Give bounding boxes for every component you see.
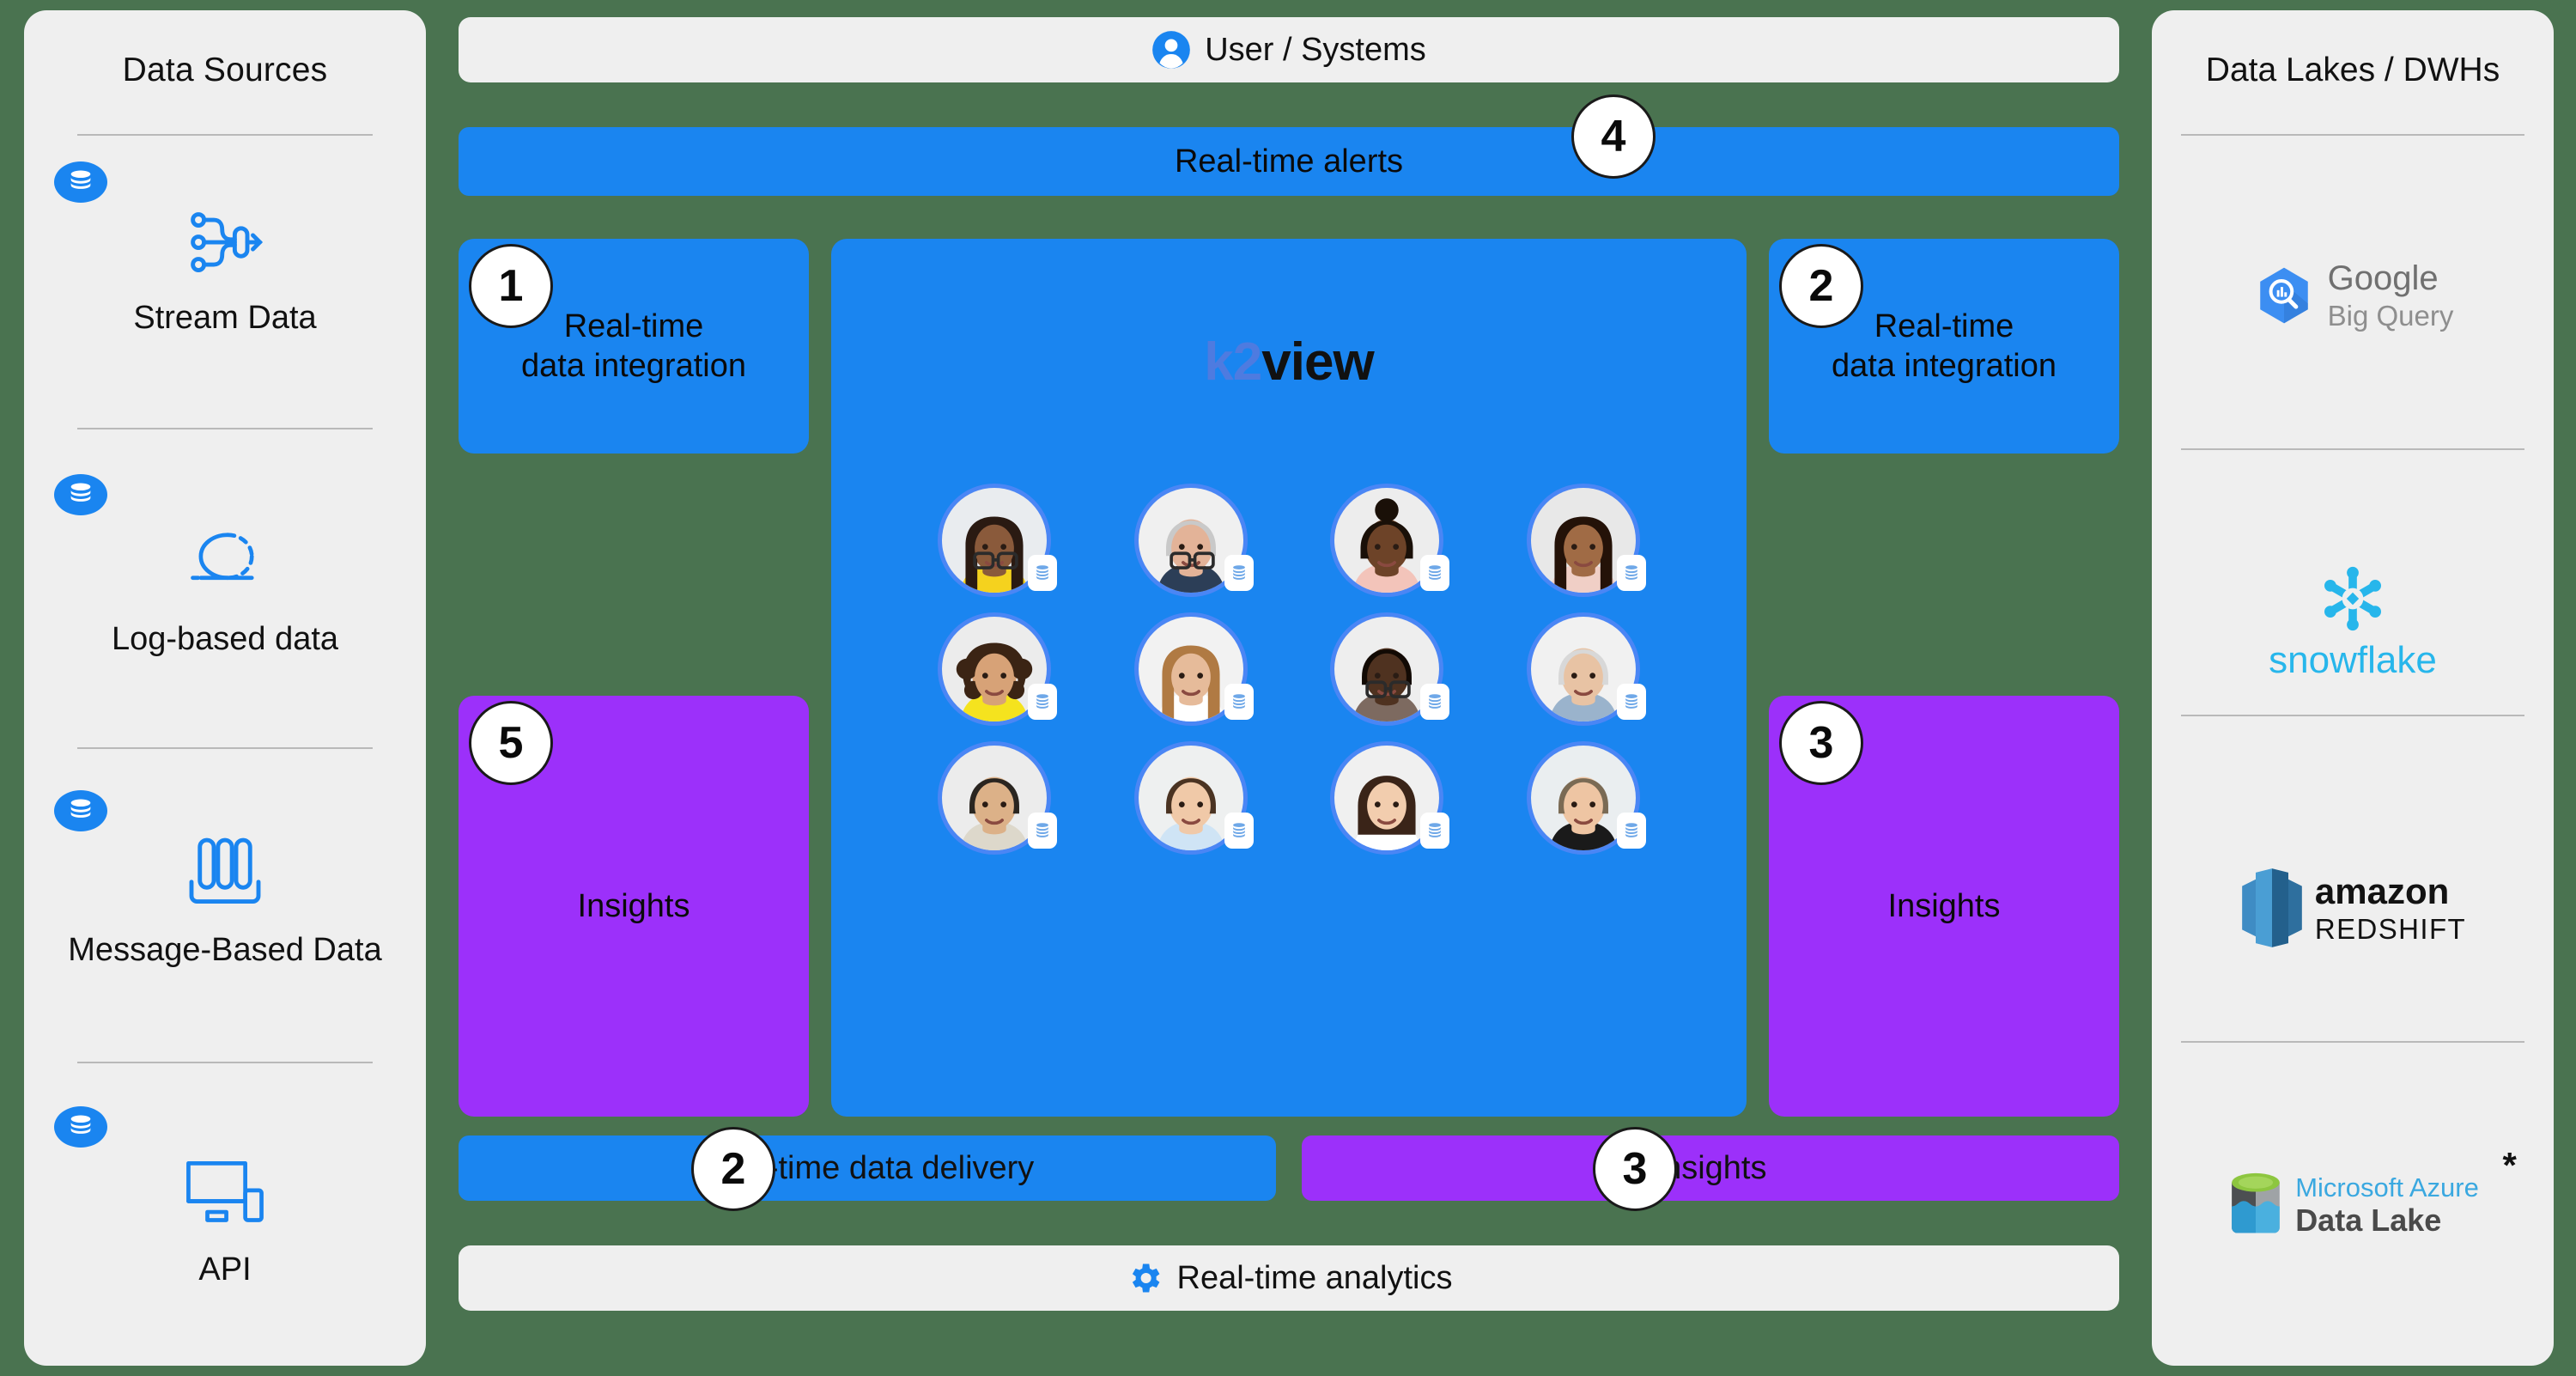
data-sources-title: Data Sources — [122, 52, 328, 88]
real-time-data-delivery-bar[interactable]: Real-time data delivery — [459, 1136, 1276, 1201]
avatar — [942, 488, 1048, 593]
entity-avatar[interactable] — [1530, 617, 1646, 721]
data-source-label: Log-based data — [111, 621, 339, 657]
divider — [2181, 715, 2524, 716]
data-source-label: Message-Based Data — [68, 932, 382, 968]
card-label: Insights — [577, 887, 690, 924]
amazon-redshift-brand: amazon — [2314, 870, 2450, 911]
real-time-alerts-label: Real-time alerts — [1174, 143, 1404, 180]
entity-avatar[interactable] — [1334, 617, 1450, 721]
logo-view-text: view — [1261, 332, 1374, 392]
divider — [2181, 1041, 2524, 1043]
database-icon — [54, 790, 107, 831]
data-source-label: API — [198, 1251, 252, 1288]
api-monitor-icon — [24, 1153, 426, 1233]
asterisk-marker: * — [2502, 1145, 2517, 1185]
step-badge-4: 4 — [1571, 94, 1656, 179]
database-record-icon — [1028, 684, 1058, 720]
step-badge-2-top: 2 — [1779, 244, 1863, 328]
entity-avatar[interactable] — [942, 746, 1058, 850]
entity-avatar[interactable] — [1138, 488, 1254, 593]
database-record-icon — [1028, 555, 1058, 591]
entity-avatar[interactable] — [942, 488, 1058, 593]
database-record-icon — [1420, 813, 1450, 849]
database-record-icon — [1224, 813, 1254, 849]
entity-avatar[interactable] — [1530, 746, 1646, 850]
database-record-icon — [1224, 555, 1254, 591]
divider — [2181, 448, 2524, 450]
database-record-icon — [1420, 555, 1450, 591]
database-icon — [54, 1106, 107, 1148]
entity-avatar-grid — [896, 488, 1681, 850]
entity-avatar[interactable] — [1334, 746, 1450, 850]
step-badge-3-right: 3 — [1779, 701, 1863, 785]
database-record-icon — [1616, 684, 1646, 720]
message-based-data-icon — [24, 831, 426, 916]
database-record-icon — [1616, 813, 1646, 849]
log-based-data-icon — [24, 519, 426, 605]
azure-product: Data Lake — [2295, 1202, 2442, 1238]
card-label: Real-time data integration — [1832, 307, 2057, 384]
step-badge-3-bottom: 3 — [1593, 1127, 1677, 1211]
data-lakes-panel: Data Lakes / DWHs Google Big Query — [2152, 10, 2554, 1366]
entity-avatar[interactable] — [1334, 488, 1450, 593]
avatar — [1530, 746, 1636, 850]
insights-bar[interactable]: Insights — [1302, 1136, 2119, 1201]
entity-avatar[interactable] — [942, 617, 1058, 721]
data-sources-panel: Data Sources — [24, 10, 426, 1366]
avatar — [1138, 488, 1243, 593]
google-bigquery-product: Big Query — [2327, 300, 2454, 332]
divider — [2181, 134, 2524, 136]
database-record-icon — [1224, 684, 1254, 720]
k2view-hub-panel: k2view — [831, 239, 1747, 1117]
database-record-icon — [1028, 813, 1058, 849]
database-record-icon — [1420, 684, 1450, 720]
snowflake-logo[interactable]: snowflake — [2152, 543, 2554, 697]
divider — [77, 1062, 373, 1063]
entity-avatar[interactable] — [1138, 746, 1254, 850]
microsoft-azure-data-lake-logo[interactable]: Microsoft Azure Data Lake * — [2152, 1145, 2554, 1261]
amazon-redshift-logo[interactable]: amazon REDSHIFT — [2152, 852, 2554, 964]
k2view-logo: k2view — [831, 332, 1747, 393]
stream-data-icon — [24, 198, 426, 287]
gear-icon — [1132, 1263, 1159, 1293]
user-systems-bar[interactable]: User / Systems — [459, 17, 2119, 82]
step-badge-2-bottom: 2 — [691, 1127, 775, 1211]
real-time-analytics-label: Real-time analytics — [1176, 1259, 1453, 1296]
real-time-alerts-bar[interactable]: Real-time alerts — [459, 127, 2119, 196]
divider — [77, 747, 373, 749]
avatar — [1334, 488, 1440, 593]
google-bigquery-logo[interactable]: Google Big Query — [2152, 244, 2554, 347]
card-label: Real-time data integration — [521, 307, 746, 384]
snowflake-brand: snowflake — [2269, 639, 2437, 681]
step-badge-5: 5 — [469, 701, 553, 785]
entity-avatar[interactable] — [1530, 488, 1646, 593]
user-avatar-icon — [1152, 31, 1191, 69]
google-bigquery-brand: Google — [2327, 259, 2439, 297]
data-lakes-title: Data Lakes / DWHs — [2205, 52, 2500, 88]
logo-k2-text: k2 — [1204, 332, 1262, 392]
azure-brand: Microsoft Azure — [2295, 1172, 2479, 1202]
divider — [77, 428, 373, 429]
entity-avatar[interactable] — [1138, 617, 1254, 721]
database-icon — [54, 161, 107, 203]
avatar — [1138, 746, 1243, 850]
amazon-redshift-product: REDSHIFT — [2314, 912, 2467, 945]
data-source-label: Stream Data — [133, 300, 317, 336]
user-systems-label: User / Systems — [1205, 31, 1426, 68]
real-time-analytics-bar[interactable]: Real-time analytics — [459, 1245, 2119, 1311]
divider — [77, 134, 373, 136]
card-label: Insights — [1887, 887, 2001, 924]
database-icon — [54, 474, 107, 515]
step-badge-1: 1 — [469, 244, 553, 328]
database-record-icon — [1616, 555, 1646, 591]
